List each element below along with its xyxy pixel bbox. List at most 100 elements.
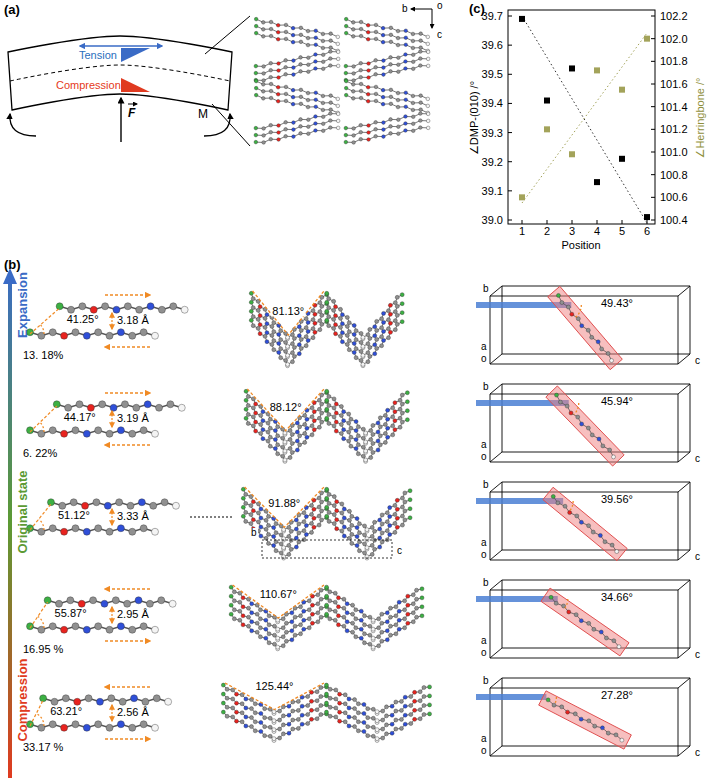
atom: [240, 720, 244, 724]
atom: [307, 599, 311, 603]
tick: [508, 74, 512, 75]
atom: [388, 321, 392, 325]
atom: [352, 134, 356, 138]
molecule: [241, 514, 285, 560]
atom: [328, 599, 332, 603]
atom: [397, 618, 401, 622]
atom: [351, 90, 355, 94]
atom: [378, 443, 382, 447]
atom: [373, 334, 377, 338]
tick-label: 101.8: [659, 56, 689, 67]
atom: [329, 64, 333, 68]
atom: [373, 343, 377, 347]
atom: [264, 636, 268, 640]
atom: [263, 334, 267, 338]
molecule: [344, 86, 429, 107]
atom: [298, 425, 302, 429]
atom: [362, 623, 366, 627]
molecule: [549, 595, 621, 648]
state-label: Compression: [16, 657, 29, 742]
molecule: [325, 398, 368, 445]
atom: [295, 439, 299, 443]
atom: [249, 716, 253, 720]
atom: [316, 620, 320, 624]
atom: [146, 600, 153, 607]
atom: [368, 642, 372, 646]
atom: [304, 533, 308, 537]
atom: [375, 346, 379, 350]
atom: [325, 505, 329, 509]
atom: [251, 415, 255, 419]
atom: [231, 706, 235, 710]
atom: [113, 306, 120, 313]
atom: [306, 329, 310, 333]
distance-label: 2.95 Å: [116, 609, 150, 620]
atom: [313, 330, 317, 334]
atom: [375, 328, 379, 332]
bond: [346, 81, 428, 99]
atom: [377, 644, 381, 648]
atom: [254, 78, 258, 82]
tick-label: 101.0: [659, 147, 689, 158]
atom: [253, 711, 257, 715]
atom: [327, 492, 331, 496]
atom: [342, 410, 346, 414]
atom: [238, 609, 242, 613]
atom: [304, 317, 308, 321]
atom: [374, 99, 378, 103]
atom: [51, 698, 58, 705]
box-edge: [502, 678, 690, 746]
data-point: [619, 156, 625, 162]
atom: [403, 626, 407, 630]
atom: [338, 325, 342, 329]
atom: [336, 614, 340, 618]
atom: [419, 64, 423, 68]
atom: [262, 141, 266, 145]
box-edge: [678, 550, 690, 560]
atom: [411, 122, 415, 126]
molecule: [324, 692, 379, 724]
atom: [281, 723, 285, 727]
tick: [508, 161, 512, 162]
atom: [161, 499, 168, 506]
atom: [367, 69, 371, 73]
atom: [306, 91, 310, 95]
atom: [259, 729, 263, 733]
atom: [587, 524, 591, 528]
atom: [342, 624, 346, 628]
atom: [221, 710, 225, 714]
atom: [333, 618, 337, 622]
atom: [389, 132, 393, 136]
atom: [241, 605, 245, 609]
atom: [59, 502, 66, 509]
tick-label: 101.6: [659, 79, 689, 90]
atom: [287, 713, 291, 717]
tick-label: 100.4: [659, 215, 689, 226]
atom: [327, 501, 331, 505]
atom: [241, 614, 245, 618]
atom: [291, 709, 295, 713]
atom: [579, 619, 583, 623]
atom: [244, 715, 248, 719]
atom: [404, 67, 408, 71]
atom: [340, 529, 344, 533]
bond: [256, 95, 338, 113]
atom: [334, 706, 338, 710]
molecule: [282, 516, 329, 559]
atom: [293, 624, 297, 628]
panel-label: (b): [3, 258, 22, 271]
atom: [129, 724, 136, 731]
atom: [332, 406, 336, 410]
atom: [284, 134, 288, 138]
atom: [79, 303, 86, 310]
atom: [304, 344, 308, 348]
axis-label: a: [480, 342, 488, 352]
atom: [591, 530, 595, 534]
tick: [622, 220, 623, 224]
axis-title: Position: [560, 240, 601, 251]
atom: [131, 695, 138, 702]
atom: [363, 533, 367, 537]
distance-label: 3.33 Å: [116, 511, 150, 522]
atom: [140, 427, 147, 434]
atom: [225, 714, 229, 718]
